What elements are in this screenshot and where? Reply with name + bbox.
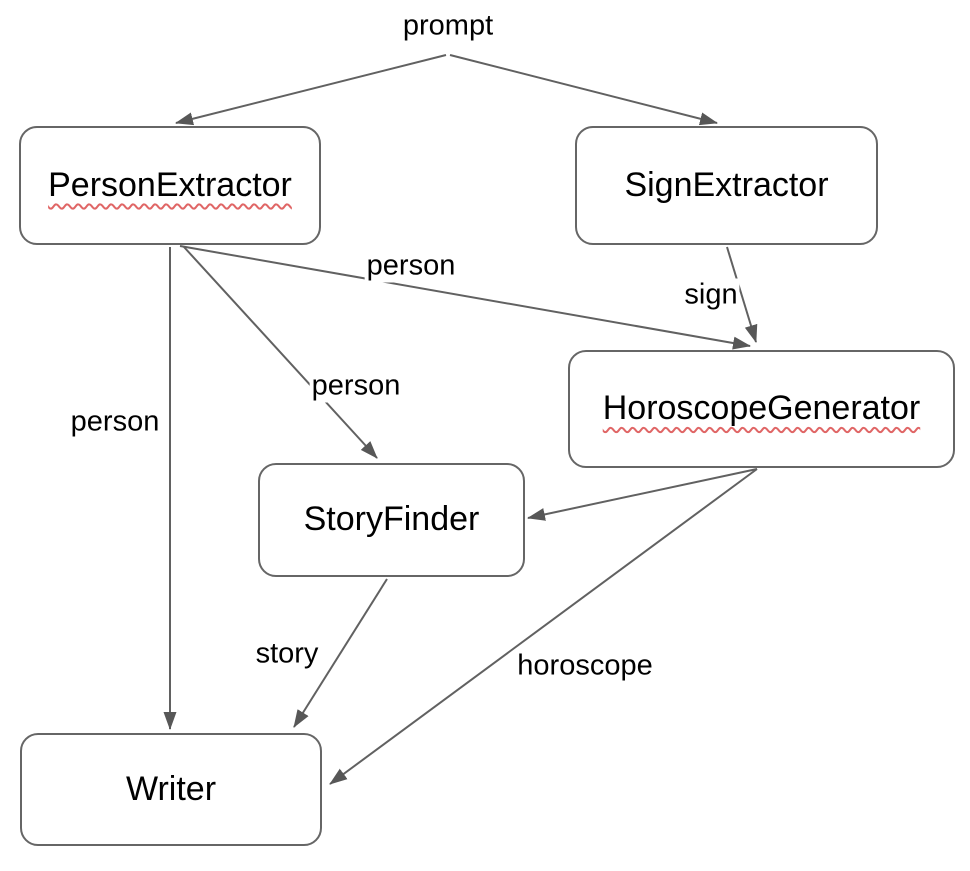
- node-sign-extractor[interactable]: SignExtractor: [575, 126, 878, 245]
- edge-horoscopegenerator-to-writer: [329, 468, 758, 785]
- edge-signextractor-to-horoscopegenerator: [726, 246, 758, 343]
- edge-prompt-to-signextractor: [449, 54, 718, 126]
- edge-label-story: story: [253, 637, 321, 671]
- node-label-person-extractor: PersonExtractor: [48, 165, 292, 204]
- edge-label-person-to-storyfinder: person: [309, 369, 403, 403]
- source-label-prompt: prompt: [402, 9, 494, 42]
- edge-label-sign: sign: [682, 278, 740, 312]
- node-person-extractor[interactable]: PersonExtractor: [19, 126, 321, 245]
- node-label-story-finder: StoryFinder: [303, 500, 480, 539]
- node-story-finder[interactable]: StoryFinder: [258, 463, 525, 577]
- edge-label-person-to-horoscopegenerator: person: [364, 249, 458, 283]
- edge-prompt-to-personextractor: [175, 54, 447, 126]
- node-writer[interactable]: Writer: [20, 733, 322, 846]
- edge-label-person-to-writer: person: [68, 405, 162, 439]
- edge-label-horoscope: horoscope: [515, 649, 655, 683]
- edge-personextractor-to-horoscopegenerator: [179, 245, 751, 350]
- node-horoscope-generator[interactable]: HoroscopeGenerator: [568, 350, 955, 468]
- edge-horoscopegenerator-to-storyfinder: [527, 468, 758, 521]
- edge-storyfinder-to-writer: [293, 578, 388, 728]
- node-label-sign-extractor: SignExtractor: [624, 165, 829, 204]
- edge-personextractor-to-storyfinder: [183, 246, 378, 459]
- node-label-horoscope-generator: HoroscopeGenerator: [602, 389, 921, 428]
- node-label-writer: Writer: [125, 769, 217, 808]
